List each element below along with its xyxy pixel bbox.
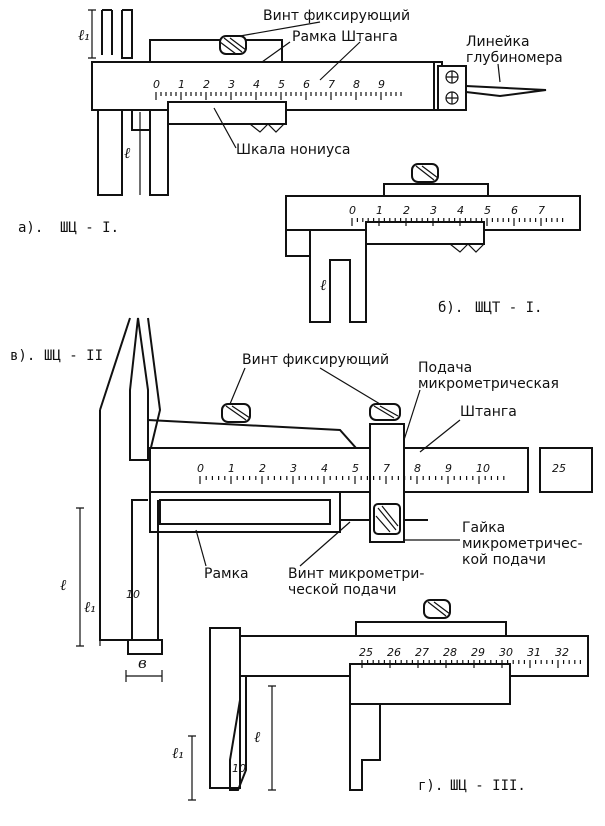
scale-label: 5: [484, 204, 491, 217]
caption-v-prefix: в).: [10, 348, 35, 364]
caliper-shct-1: 0 1 2 3 4 5 6 7 ℓ б). ШЦТ - I.: [285, 163, 581, 323]
scale-label: 0: [153, 78, 160, 91]
scale-label: 2: [203, 78, 210, 91]
dim-l-b-label: ℓ: [320, 276, 326, 294]
depth-ruler-label-1: Линейка: [466, 34, 530, 50]
caption-b-model: ШЦТ - I.: [475, 300, 542, 316]
scale-label: 2: [403, 204, 410, 217]
fixing-screw-label: Винт фиксирующий: [263, 8, 410, 24]
scale-label: 7: [538, 204, 545, 217]
caliper-shc-3: 25 26 27 28 29 30 31 32 10 ℓ ℓ₁ г). ШЦ - III.: [172, 599, 589, 801]
dim-l1-v-label: ℓ₁: [84, 598, 96, 616]
jaw-mark-v: 10: [126, 588, 140, 601]
caliper-shc-1: 0 1 2 3 4 5 6 7 8 9 ℓ₁ ℓ Винт фиксирующий Рамка Ш…: [18, 8, 563, 236]
scale-label: 30: [499, 646, 513, 659]
nut-label-2: микрометричес-: [462, 536, 583, 552]
scale-label: 4: [457, 204, 464, 217]
scale-label: 25: [359, 646, 373, 659]
scale-label: 5: [352, 462, 359, 475]
feed-label-1: Подача: [418, 360, 472, 376]
scale-label: 0: [349, 204, 356, 217]
scale-label: 7: [328, 78, 335, 91]
scale-label: 1: [376, 204, 383, 217]
scale-label: 1: [178, 78, 185, 91]
depth-ruler-label-2: глубиномера: [466, 50, 563, 66]
scale-label: 27: [415, 646, 429, 659]
scale-label: 4: [321, 462, 328, 475]
scale-label: 1: [228, 462, 235, 475]
scale-v-end: 25: [552, 462, 566, 475]
scale-label: 2: [259, 462, 266, 475]
fixing-screw-v-label: Винт фиксирующий: [242, 352, 389, 368]
caption-g-model: ШЦ - III.: [450, 778, 526, 794]
caption-a-model: ШЦ - I.: [60, 220, 119, 236]
dim-l-v-label: ℓ: [60, 576, 66, 594]
scale-label: 3: [228, 78, 235, 91]
nut-label-3: кой подачи: [462, 552, 546, 568]
dim-b-v-label: в: [138, 654, 147, 672]
nut-label-1: Гайка: [462, 520, 505, 536]
feed-screw-label-1: Винт микрометри-: [288, 566, 424, 582]
caption-g-prefix: г).: [418, 778, 443, 794]
caption-a-prefix: а).: [18, 220, 43, 236]
scale-label: 10: [476, 462, 490, 475]
frame-v-label: Рамка: [204, 566, 249, 582]
scale-label: 3: [430, 204, 437, 217]
scale-label: 28: [443, 646, 457, 659]
scale-label: 6: [511, 204, 518, 217]
feed-screw-label-2: ческой подачи: [288, 582, 397, 598]
vernier-scale-label: Шкала нониуса: [236, 142, 351, 158]
dim-l1-label: ℓ₁: [78, 26, 90, 44]
scale-label: 8: [414, 462, 421, 475]
dim-l-g-label: ℓ: [254, 728, 260, 746]
scale-label: 8: [353, 78, 360, 91]
dim-l-label: ℓ: [124, 144, 130, 162]
scale-label: 6: [303, 78, 310, 91]
caption-v-model: ШЦ - II: [44, 348, 103, 364]
frame-bar-label: Рамка Штанга: [292, 29, 398, 45]
scale-label: 3: [290, 462, 297, 475]
scale-label: 5: [278, 78, 285, 91]
scale-label: 9: [445, 462, 452, 475]
feed-label-2: микрометрическая: [418, 376, 559, 392]
scale-label: 32: [555, 646, 569, 659]
jaw-mark-g: 10: [232, 762, 246, 775]
scale-label: 29: [471, 646, 485, 659]
scale-label: 31: [527, 646, 541, 659]
caption-b-prefix: б).: [438, 300, 463, 316]
bar-v-label: Штанга: [460, 404, 517, 420]
scale-label: 9: [378, 78, 385, 91]
dim-l1-g-label: ℓ₁: [172, 744, 184, 762]
caliper-shc-2: 0 1 2 3 4 5 7 8 9 10 25 10 ℓ ℓ₁ в Винт фиксирующи…: [10, 317, 593, 682]
scale-label: 26: [387, 646, 401, 659]
scale-label: 0: [197, 462, 204, 475]
scale-label: 7: [383, 462, 390, 475]
scale-label: 4: [253, 78, 260, 91]
